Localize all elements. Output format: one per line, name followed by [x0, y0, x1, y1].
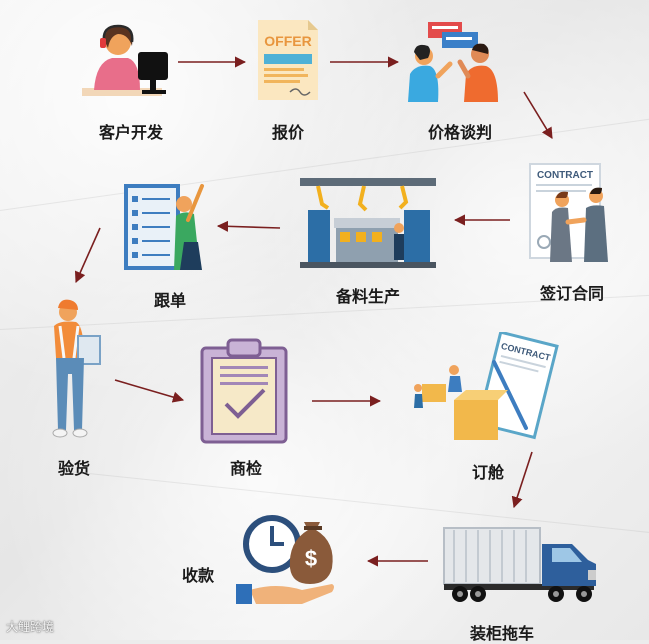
- step-inspection: 验货: [50, 455, 98, 479]
- contract-signing-icon: CONTRACT: [524, 160, 620, 268]
- arrow-booking-to-loading: [514, 452, 532, 507]
- arrow-inspection-to-check: [115, 380, 183, 400]
- step-customer-development: 客户开发: [86, 119, 176, 143]
- step-material-production: 备料生产: [326, 283, 410, 307]
- container-truck-icon: [440, 524, 600, 606]
- inspector-worker-icon: [44, 296, 106, 440]
- shipping-booking-icon: CONTRACT: [408, 332, 560, 446]
- payment-money-icon: $: [236, 512, 340, 608]
- step-follow-up: 跟单: [146, 287, 194, 311]
- arrow-production-to-followup: [218, 226, 280, 228]
- dollar-sign: $: [305, 546, 317, 571]
- arrow-followup-to-inspection: [76, 228, 100, 282]
- offer-document-icon: OFFER: [256, 18, 320, 102]
- checklist-worker-icon: [118, 176, 214, 274]
- contract-text: CONTRACT: [537, 170, 593, 181]
- watermark: 大鲤跨境: [6, 618, 54, 635]
- offer-text: OFFER: [264, 33, 311, 49]
- arrow-negotiation-to-contract: [524, 92, 552, 138]
- negotiation-people-icon: [402, 18, 510, 104]
- customer-service-icon: [82, 18, 174, 102]
- step-quotation: 报价: [258, 119, 318, 143]
- step-commodity-inspection: 商检: [222, 455, 270, 479]
- step-payment: 收款: [174, 562, 222, 586]
- clipboard-check-icon: [198, 338, 290, 446]
- step-container-loading: 装柜拖车: [460, 620, 544, 644]
- step-booking: 订舱: [464, 459, 512, 483]
- step-price-negotiation: 价格谈判: [418, 119, 502, 143]
- step-sign-contract: 签订合同: [530, 280, 614, 304]
- factory-production-icon: [298, 174, 438, 272]
